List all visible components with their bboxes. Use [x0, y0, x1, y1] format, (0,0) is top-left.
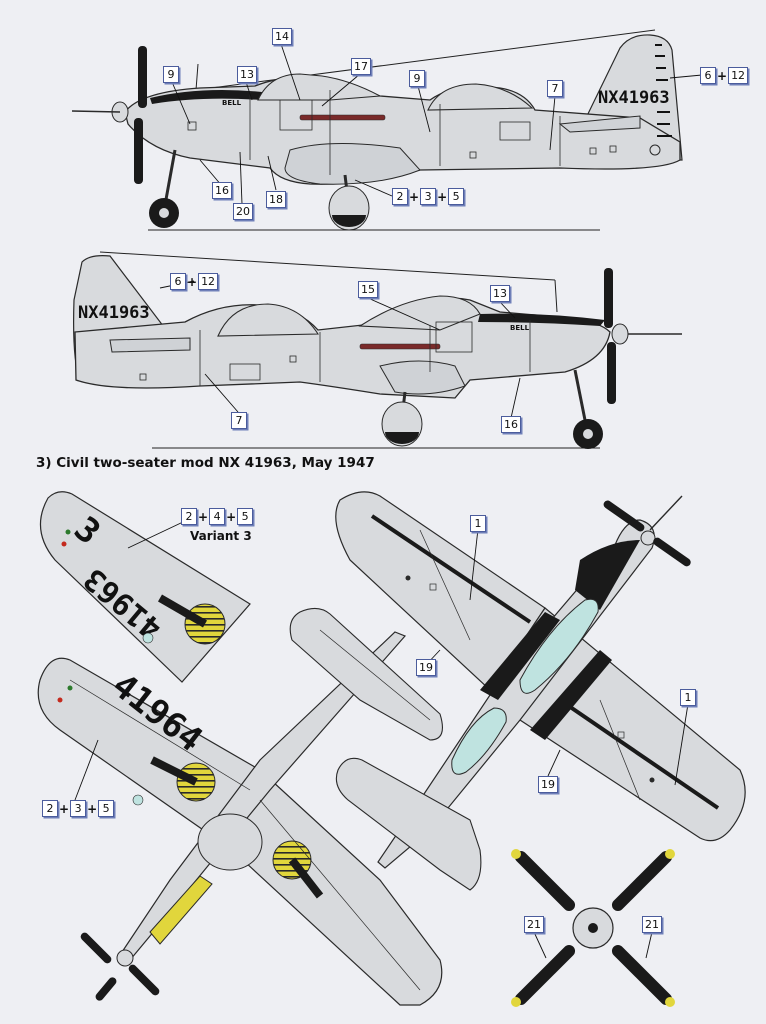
callout-9-mid: 9 — [409, 70, 425, 87]
callout-number: 3 — [70, 800, 87, 817]
callout-number: 12 — [728, 67, 749, 84]
callout-7-side: 7 — [547, 80, 563, 97]
svg-text:BELL: BELL — [222, 99, 242, 107]
callout-number: 6 — [700, 67, 716, 84]
callout-number: 7 — [547, 80, 563, 97]
callout-16-side: 16 — [212, 182, 232, 199]
side-view-left-profile: NX41963 BELL — [71, 29, 683, 231]
svg-text:BELL: BELL — [510, 324, 530, 332]
callout-6-12-side: 6+12 — [700, 67, 749, 84]
top-plan-view — [335, 491, 746, 891]
callout-21-left: 21 — [524, 916, 544, 933]
callout-15: 15 — [358, 281, 378, 298]
callout-16-right: 16 — [501, 416, 521, 433]
leader-lines — [74, 43, 703, 959]
callout-number: 5 — [237, 508, 254, 525]
callout-number: 2 — [42, 800, 58, 817]
callout-number: 19 — [538, 776, 558, 793]
propeller-detail — [511, 849, 675, 1007]
callout-number: 9 — [409, 70, 425, 87]
registration-marking: NX41963 — [598, 88, 670, 108]
callout-19-upper: 19 — [416, 659, 436, 676]
callout-2-4-5: 2+4+5 — [181, 508, 254, 525]
callout-1-lower: 1 — [680, 689, 696, 706]
callout-number: 7 — [231, 412, 247, 429]
callout-18: 18 — [266, 191, 286, 208]
underside-plan-view: 41964 NX — [37, 607, 443, 1006]
callout-number: 5 — [448, 188, 465, 205]
callout-21-right: 21 — [642, 916, 662, 933]
callout-2-3-5-under: 2+3+5 — [42, 800, 115, 817]
callout-number: 20 — [233, 203, 253, 220]
callout-13-side: 13 — [237, 66, 257, 83]
callout-number: 2 — [181, 508, 197, 525]
callout-number: 4 — [209, 508, 226, 525]
callout-13-right: 13 — [490, 285, 510, 302]
callout-number: 2 — [392, 188, 408, 205]
callout-number: 9 — [163, 66, 179, 83]
callout-number: 5 — [98, 800, 115, 817]
callout-number: 21 — [642, 916, 662, 933]
callout-number: 13 — [490, 285, 510, 302]
callout-number: 6 — [170, 273, 186, 290]
side-view-right-profile: NX41963 BELL — [73, 251, 682, 449]
callout-number: 16 — [212, 182, 232, 199]
callout-17: 17 — [351, 58, 371, 75]
callout-7-right: 7 — [231, 412, 247, 429]
callout-6-12-right: 6+12 — [170, 273, 219, 290]
callout-number: 12 — [198, 273, 219, 290]
variant-label: Variant 3 — [190, 529, 252, 543]
callout-9-nose: 9 — [163, 66, 179, 83]
callout-number: 1 — [470, 515, 486, 532]
callout-1-upper: 1 — [470, 515, 486, 532]
callout-number: 3 — [420, 188, 437, 205]
callout-number: 21 — [524, 916, 544, 933]
callout-number: 17 — [351, 58, 371, 75]
drawing-caption: 3) Civil two-seater mod NX 41963, May 19… — [36, 455, 375, 471]
callout-19-lower: 19 — [538, 776, 558, 793]
callout-number: 14 — [272, 28, 292, 45]
callout-number: 15 — [358, 281, 378, 298]
callout-number: 18 — [266, 191, 286, 208]
callout-2-3-5-side: 2+3+5 — [392, 188, 465, 205]
callout-number: 1 — [680, 689, 696, 706]
callout-number: 13 — [237, 66, 257, 83]
callout-number: 19 — [416, 659, 436, 676]
svg-text:NX41963: NX41963 — [78, 303, 150, 323]
callout-20: 20 — [233, 203, 253, 220]
callout-14: 14 — [272, 28, 292, 45]
callout-number: 16 — [501, 416, 521, 433]
